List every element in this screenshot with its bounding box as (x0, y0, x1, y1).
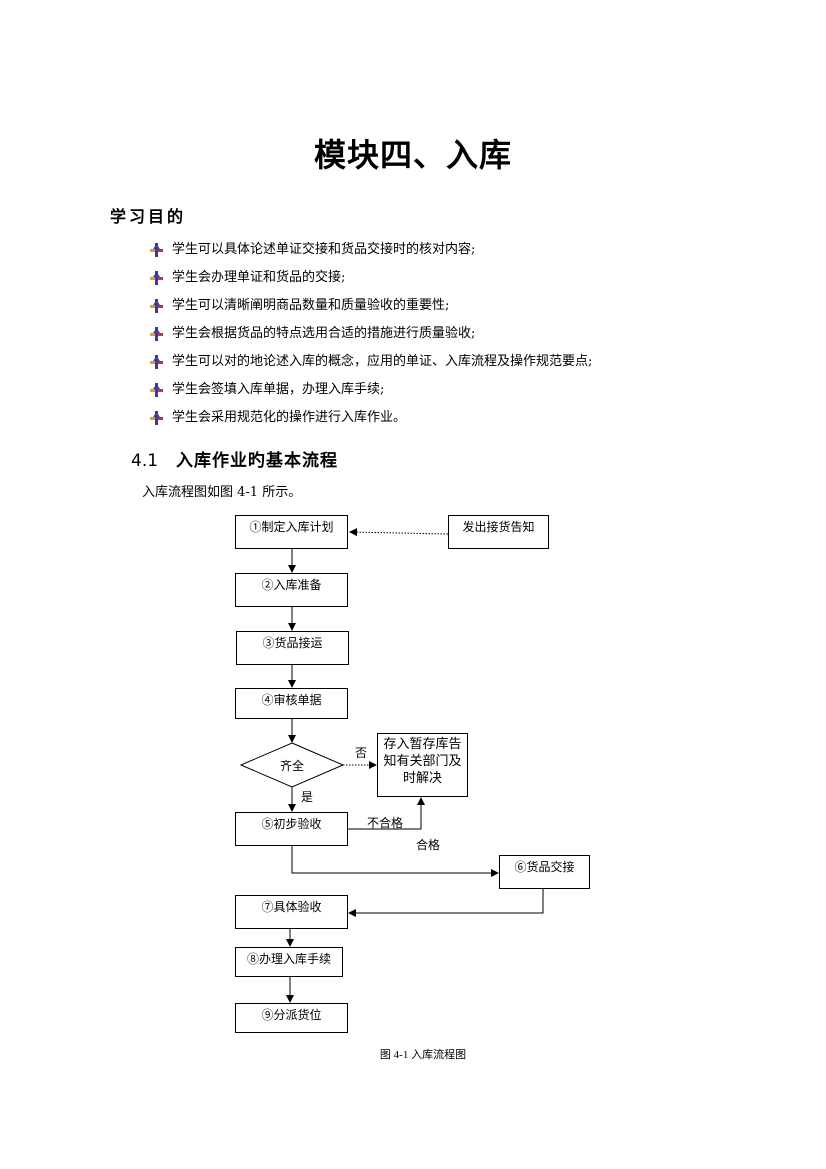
objectives-heading: 学习目的 (110, 207, 187, 226)
node-allocate-slot: ⑨分派货位 (235, 1003, 348, 1033)
objectives-list: 学生可以具体论述单证交接和货品交接时的核对内容; 学生会办理单证和货品的交接; … (148, 236, 592, 432)
section-heading: 4.1 入库作业旳基本流程 (131, 446, 338, 471)
edge-handover-to-detail (348, 888, 544, 917)
objective-item: 学生可以清晰阐明商品数量和质量验收的重要性; (148, 292, 592, 320)
node-prepare: ②入库准备 (235, 573, 348, 607)
decision-label: 齐全 (280, 759, 305, 773)
label-no: 否 (355, 746, 368, 760)
figure-caption: 图 4-1 入库流程图 (379, 1049, 467, 1061)
node-plan: ①制定入库计划 (235, 515, 348, 549)
edge-notice-to-plan (349, 528, 449, 537)
objective-item: 学生会根据货品的特点选用合适的措施进行质量验收; (148, 320, 592, 348)
objective-item: 学生会办理单证和货品的交接; (148, 264, 592, 292)
objective-item: 学生可以具体论述单证交接和货品交接时的核对内容; (148, 236, 592, 264)
node-notice: 发出接货告知 (448, 515, 549, 549)
objective-text: 学生会签填入库单据，办理入库手续; (172, 382, 385, 397)
node-verify-docs: ④审核单据 (235, 688, 348, 719)
arrow-bullet-icon (150, 355, 163, 369)
objective-text: 学生可以具体论述单证交接和货品交接时的核对内容; (172, 242, 476, 257)
objective-text: 学生会采用规范化的操作进行入库作业。 (172, 410, 407, 425)
node-temp-storage: 存入暂存库告知有关部门及时解决 (377, 733, 468, 797)
objective-item: 学生会采用规范化的操作进行入库作业。 (148, 404, 592, 432)
section-title: 入库作业旳基本流程 (176, 451, 339, 471)
node-procedures: ⑧办理入库手续 (235, 947, 343, 977)
objective-text: 学生会办理单证和货品的交接; (172, 270, 346, 285)
node-handover: ⑥货品交接 (499, 855, 590, 889)
objective-text: 学生可以清晰阐明商品数量和质量验收的重要性; (172, 298, 450, 313)
arrow-bullet-icon (150, 383, 163, 397)
label-pass: 合格 (416, 838, 441, 852)
objective-item: 学生会签填入库单据，办理入库手续; (148, 376, 592, 404)
objective-text: 学生可以对的地论述入库的概念，应用的单证、入库流程及操作规范要点; (172, 354, 593, 369)
objective-item: 学生可以对的地论述入库的概念，应用的单证、入库流程及操作规范要点; (148, 348, 592, 376)
objective-text: 学生会根据货品的特点选用合适的措施进行质量验收; (172, 326, 476, 341)
intro-text: 入库流程图如图 4-1 所示。 (142, 485, 302, 500)
arrow-bullet-icon (150, 299, 163, 313)
node-receive: ③货品接运 (236, 631, 349, 665)
arrow-bullet-icon (150, 327, 163, 341)
label-yes: 是 (301, 790, 314, 804)
node-initial-inspection: ⑤初步验收 (235, 812, 348, 846)
label-fail: 不合格 (367, 816, 404, 830)
node-detailed-inspection: ⑦具体验收 (235, 895, 348, 929)
section-number: 4.1 (131, 451, 159, 471)
edge-inspect-to-handover (291, 845, 499, 877)
page-title: 模块四、入库 (313, 136, 512, 174)
arrow-bullet-icon (150, 243, 163, 257)
arrow-bullet-icon (150, 271, 163, 285)
edge-inspect-to-temp (348, 797, 425, 830)
arrow-bullet-icon (150, 411, 163, 425)
